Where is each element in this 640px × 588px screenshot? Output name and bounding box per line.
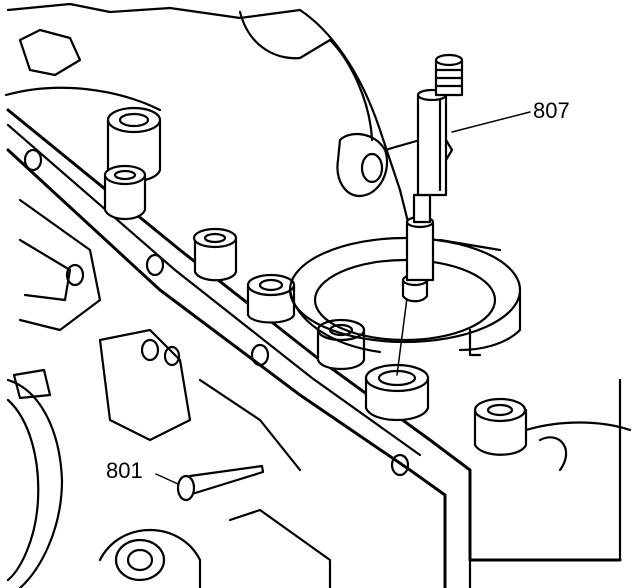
upper-housing: [4, 2, 434, 232]
callout-801: 801: [106, 458, 143, 483]
leader-lines: [155, 111, 531, 485]
callout-807: 807: [533, 98, 570, 123]
gasket-rail: [6, 108, 622, 588]
installer-tool: [396, 53, 464, 376]
lower-housing: [6, 198, 332, 588]
seal-bushing: [364, 363, 430, 422]
bolt: [176, 464, 265, 502]
bosses: [103, 106, 632, 472]
bore-cavity: [288, 236, 522, 357]
